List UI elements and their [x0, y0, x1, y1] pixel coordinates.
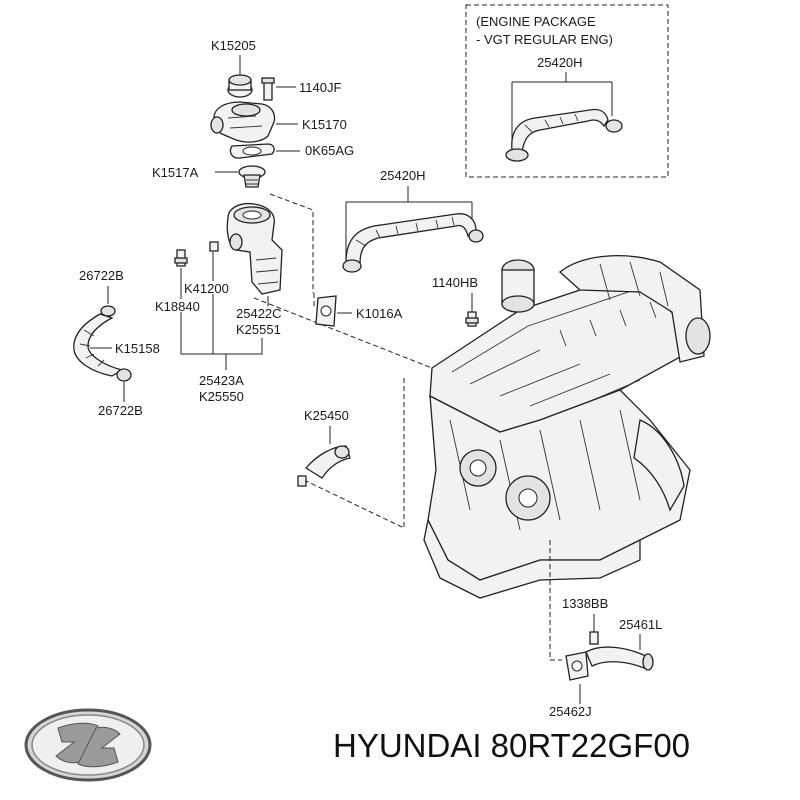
label-1140jf: 1140JF [299, 80, 341, 95]
label-26722b-top: 26722B [79, 268, 124, 283]
label-group-k41200: K41200 [184, 252, 229, 296]
pipe-25461l [585, 646, 654, 671]
label-group-25461l: 25461L [619, 617, 662, 650]
label-group-26722b-top: 26722B [79, 268, 124, 304]
label-k41200: K41200 [184, 281, 229, 296]
label-group-k15158: K15158 [90, 341, 160, 356]
label-group-1140hb: 1140HB [432, 275, 478, 312]
label-26722b-bottom: 26722B [98, 403, 143, 418]
sender-k18840 [174, 249, 188, 267]
thermostat-housing-25422c [226, 202, 283, 295]
label-group-25423a: 25423A K25550 [180, 294, 263, 404]
label-25461l: 25461L [619, 617, 662, 632]
label-group-k15205: K15205 [211, 38, 256, 76]
label-group-1140jf: 1140JF [276, 80, 341, 95]
label-k18840: K18840 [155, 299, 200, 314]
package-line-2: - VGT REGULAR ENG) [476, 32, 613, 47]
bolt-1140hb [465, 311, 479, 327]
pipe-k25450 [297, 445, 351, 487]
label-k25450: K25450 [304, 408, 349, 423]
label-k25551: K25551 [236, 322, 281, 337]
label-25420h-main: 25420H [380, 168, 426, 183]
label-1338bb: 1338BB [562, 596, 608, 611]
bolt-1338bb [589, 631, 599, 645]
label-1140hb: 1140HB [432, 275, 478, 290]
engine-assembly [423, 255, 711, 599]
label-k15158: K15158 [115, 341, 160, 356]
package-line-1: (ENGINE PACKAGE [476, 14, 596, 29]
label-k1517a: K1517A [152, 165, 199, 180]
brand-part-number: HYUNDAI 80RT22GF00 [333, 727, 690, 764]
hyundai-logo [24, 708, 152, 782]
label-k25550: K25550 [199, 389, 244, 404]
gasket-0k65ag [229, 143, 275, 159]
label-k15205: K15205 [211, 38, 256, 53]
label-k1016a: K1016A [356, 306, 403, 321]
label-group-k25450: K25450 [304, 408, 349, 444]
label-25420h-inset: 25420H [537, 55, 583, 70]
engine-package-inset: (ENGINE PACKAGE - VGT REGULAR ENG) 25420… [465, 4, 669, 178]
label-group-26722b-bottom: 26722B [98, 382, 143, 418]
gasket-25462j [565, 651, 589, 681]
label-group-25422c: 25422C K25551 [236, 296, 282, 337]
cap-k15205 [227, 74, 253, 98]
hose-25420h [342, 213, 484, 273]
gasket-k1016a [315, 295, 337, 327]
label-k15170: K15170 [302, 117, 347, 132]
clamp-26722b-bottom [116, 368, 132, 382]
label-group-25462j: 25462J [549, 684, 592, 719]
label-group-k15170: K15170 [276, 117, 347, 132]
label-group-0k65ag: 0K65AG [276, 143, 354, 158]
thermostat-k1517a [238, 165, 266, 188]
label-group-1338bb: 1338BB [562, 596, 608, 632]
label-25423a: 25423A [199, 373, 244, 388]
water-outlet-k15170 [210, 101, 276, 143]
label-group-k1517a: K1517A [152, 165, 238, 180]
label-group-k18840: K18840 [155, 268, 200, 314]
label-0k65ag: 0K65AG [305, 143, 354, 158]
label-group-k1016a: K1016A [337, 306, 403, 321]
sensor-k41200 [209, 241, 219, 252]
label-25422c: 25422C [236, 306, 282, 321]
hose-25420h-inset [505, 108, 623, 162]
bolt-1140jf [261, 77, 275, 101]
label-25462j: 25462J [549, 704, 592, 719]
label-group-25420h-main: 25420H [345, 168, 473, 258]
